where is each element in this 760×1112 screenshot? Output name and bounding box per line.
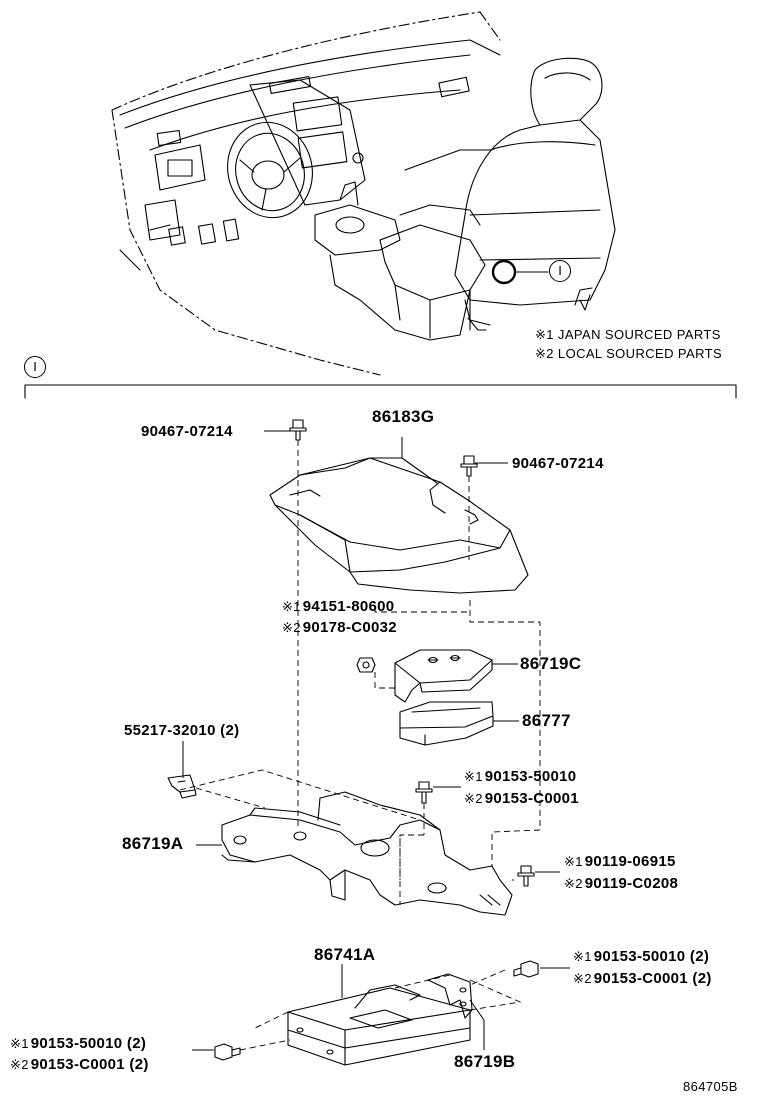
local-mark: ※2 (564, 876, 583, 891)
part-label-90467-right[interactable]: 90467-07214 (512, 455, 604, 472)
local-mark: ※2 (573, 971, 592, 986)
local-mark: ※2 (10, 1057, 29, 1072)
part-label-86777[interactable]: 86777 (522, 711, 571, 730)
cover-86183g-shape (269, 457, 529, 594)
bolt-90467-right-shape (460, 455, 478, 477)
japan-mark: ※1 (573, 949, 592, 964)
part-number: 90153-C0001 (2) (593, 970, 712, 987)
part-label-86183g[interactable]: 86183G (372, 407, 435, 426)
part-label-90467-left[interactable]: 90467-07214 (141, 423, 233, 440)
part-number: 90153-50010 (2) (593, 948, 710, 965)
screw-90153-mid-shape (415, 781, 433, 804)
local-mark: ※2 (282, 620, 301, 635)
part-label-86741a[interactable]: 86741A (314, 945, 376, 964)
part-label-86719b[interactable]: 86719B (454, 1052, 516, 1071)
legend-note-local: ※2 LOCAL SOURCED PARTS (535, 346, 723, 361)
nut-94151-shape (356, 657, 376, 673)
part-number: 90153-C0001 (2) (30, 1056, 149, 1073)
part-number: 90153-50010 (484, 768, 577, 785)
japan-mark: ※1 (10, 1036, 29, 1051)
section-bracket (24, 384, 737, 399)
screw-90153-lower-right-shape (513, 960, 539, 978)
clip-55217-shape (167, 774, 197, 799)
part-number: 90119-06915 (584, 853, 676, 870)
location-callout: I (549, 260, 571, 282)
bracket-86719c-shape (394, 649, 493, 703)
local-mark: ※2 (464, 791, 483, 806)
amplifier-86741a-shape (287, 984, 471, 1066)
diagram-id: 864705B (683, 1079, 738, 1094)
screw-90153-lower-left-shape (214, 1043, 241, 1061)
part-number: 90153-50010 (2) (30, 1035, 147, 1052)
vehicle-interior-illustration (111, 11, 616, 376)
part-number: 90178-C0032 (302, 619, 397, 636)
japan-mark: ※1 (464, 769, 483, 784)
japan-mark: ※1 (282, 599, 301, 614)
section-index: I (24, 356, 46, 378)
part-number: 90153-C0001 (484, 790, 579, 807)
part-label-86719a[interactable]: 86719A (122, 834, 184, 853)
screw-90119-shape (517, 865, 535, 887)
legend-note-japan: ※1 JAPAN SOURCED PARTS (535, 327, 721, 342)
bracket-86719b-shape (427, 973, 473, 1019)
part-label-55217[interactable]: 55217-32010 (2) (124, 722, 240, 739)
bracket-86719a-shape (221, 791, 513, 916)
japan-mark: ※1 (564, 854, 583, 869)
part-label-86719c[interactable]: 86719C (520, 654, 582, 673)
part-number: 90119-C0208 (584, 875, 679, 892)
part-86777-shape (399, 701, 494, 746)
bolt-90467-left-shape (289, 419, 307, 441)
part-number: 94151-80600 (302, 598, 395, 615)
